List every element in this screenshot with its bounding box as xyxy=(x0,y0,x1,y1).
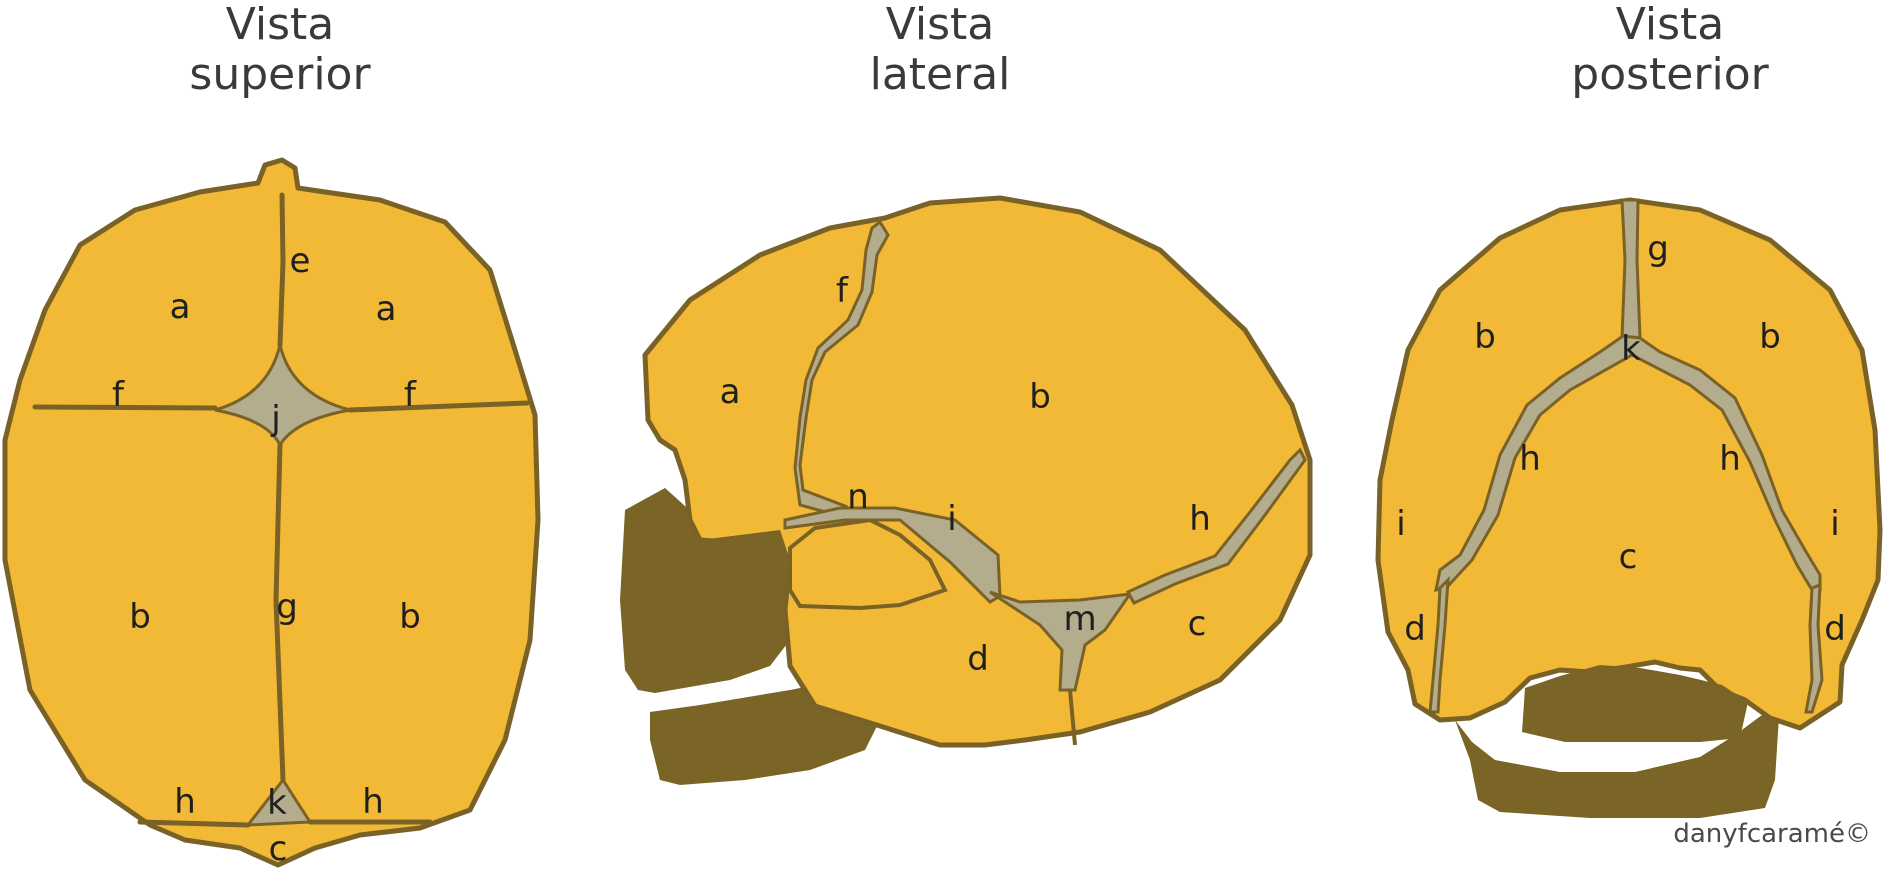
label-a: a xyxy=(170,287,191,327)
suture-occipitomastoid xyxy=(1068,689,1077,746)
suture-metopic xyxy=(277,192,286,348)
suture-lambdoid-left xyxy=(137,819,251,828)
label-i: i xyxy=(1396,504,1405,544)
label-h: h xyxy=(1719,439,1741,479)
label-f: f xyxy=(112,375,125,415)
suture-sagittal-posterior xyxy=(1620,198,1642,340)
label-e: e xyxy=(290,241,311,281)
label-i: i xyxy=(1830,504,1839,544)
title-line: lateral xyxy=(869,49,1011,100)
label-i: i xyxy=(947,499,956,539)
fontanel-k xyxy=(244,777,313,827)
label-j: j xyxy=(270,399,280,439)
suture-coronal-left xyxy=(32,404,218,411)
label-d: d xyxy=(1824,609,1846,649)
suture-mastoid-left xyxy=(1428,576,1450,714)
label-h: h xyxy=(1519,439,1541,479)
label-k: k xyxy=(267,783,287,823)
title-line: Vista xyxy=(225,0,335,50)
label-f: f xyxy=(836,271,849,311)
suture-mastoid-right xyxy=(1804,582,1824,714)
label-b: b xyxy=(129,597,151,637)
label-c: c xyxy=(269,829,288,869)
superior-view: a a e f f j b b g h h k c xyxy=(2,157,541,869)
label-g: g xyxy=(1647,229,1669,269)
suture-squamosal xyxy=(783,506,1002,604)
label-k: k xyxy=(1621,329,1641,369)
posterior-view: g b b k h h i i c d d xyxy=(1375,197,1883,818)
label-n: n xyxy=(847,477,869,517)
title-line: Vista xyxy=(1615,0,1725,50)
title-vista-posterior: Vista posterior xyxy=(1520,0,1820,100)
suture-lambdoid-posterior xyxy=(1434,334,1822,593)
title-line: superior xyxy=(189,49,371,100)
label-d: d xyxy=(967,639,989,679)
title-line: posterior xyxy=(1571,49,1769,100)
title-vista-superior: Vista superior xyxy=(130,0,430,100)
label-c: c xyxy=(1188,604,1207,644)
suture-lambdoid-lateral xyxy=(1125,447,1307,605)
label-g: g xyxy=(276,587,298,627)
suture-coronal-right xyxy=(347,400,530,413)
lateral-maxilla xyxy=(660,530,790,660)
label-h: h xyxy=(362,782,384,822)
label-h: h xyxy=(1189,499,1211,539)
superior-skull-outline xyxy=(2,157,541,868)
label-b: b xyxy=(1474,317,1496,357)
lateral-zygomatic xyxy=(788,517,948,611)
credit-watermark: danyfcaramé© xyxy=(1673,819,1871,849)
label-b: b xyxy=(399,597,421,637)
label-d: d xyxy=(1404,609,1426,649)
label-f: f xyxy=(404,375,417,415)
label-a: a xyxy=(720,372,741,412)
lateral-view: f a b n i h m c d xyxy=(620,195,1313,785)
label-a: a xyxy=(376,289,397,329)
posterior-jaw xyxy=(1455,700,1780,818)
posterior-occiput-shadow xyxy=(1522,665,1748,742)
suture-sagittal xyxy=(273,442,286,783)
label-m: m xyxy=(1063,599,1096,639)
title-line: Vista xyxy=(885,0,995,50)
label-b: b xyxy=(1759,317,1781,357)
posterior-skull-outline xyxy=(1375,197,1883,731)
label-h: h xyxy=(174,782,196,822)
label-b: b xyxy=(1029,377,1051,417)
title-vista-lateral: Vista lateral xyxy=(790,0,1090,100)
label-c: c xyxy=(1619,537,1638,577)
fontanel-m xyxy=(989,590,1134,692)
